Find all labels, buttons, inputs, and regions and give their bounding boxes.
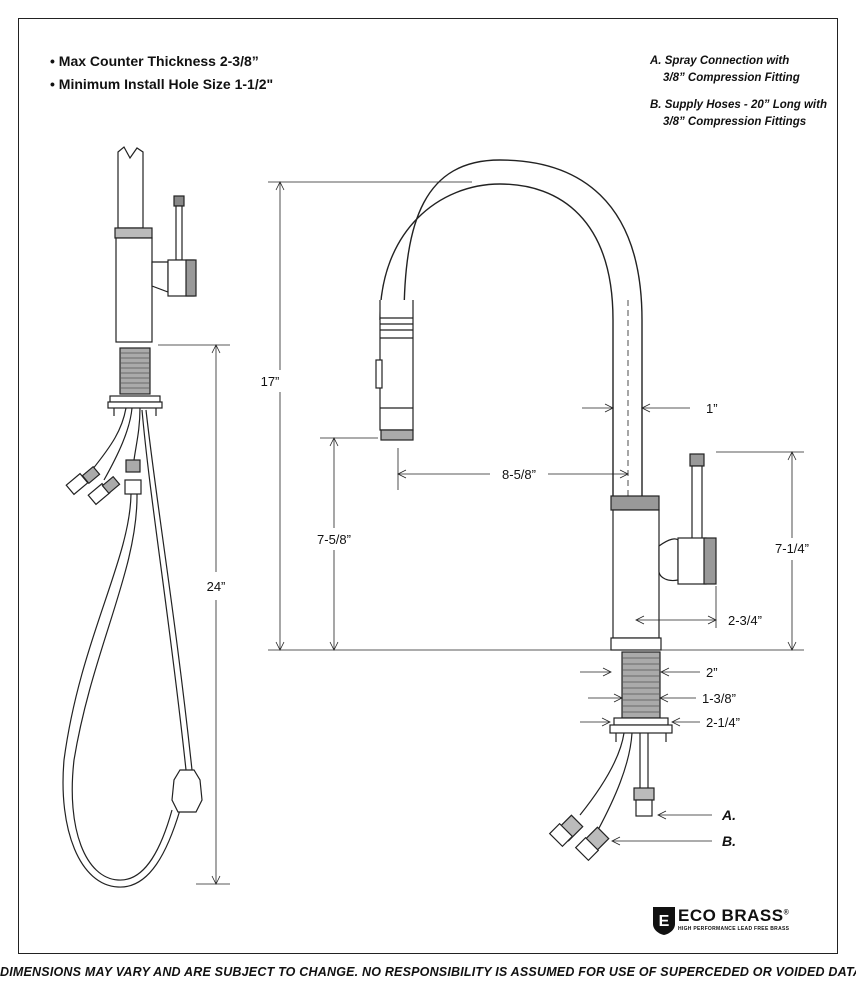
eco-brass-mark: E [659, 913, 670, 930]
dimension-hose-length [158, 344, 230, 885]
leader-a-label: A. [721, 807, 736, 823]
eco-brass-logo: E ECO BRASS® HIGH PERFORMANCE LEAD FREE … [652, 904, 822, 940]
dim-nut-diameter-label: 2-1/4” [706, 715, 740, 730]
callout-a-line2: 3/8” Compression Fitting [663, 72, 800, 84]
leader-b-label: B. [722, 833, 736, 849]
dim-hose-length-label: 24” [207, 579, 226, 594]
dim-spout-clearance-label: 7-5/8” [317, 532, 351, 547]
callout-b-line1: B. Supply Hoses - 20” Long with [650, 99, 827, 111]
dim-handle-reach-label: 2-3/4” [728, 613, 762, 628]
eco-brass-wordmark: ECO BRASS® [678, 906, 790, 925]
dim-reach-label: 8-5/8” [502, 467, 536, 482]
side-view-faucet [62, 146, 203, 888]
eco-brass-shield-icon: E [653, 907, 675, 935]
disclaimer-text: DIMENSIONS MAY VARY AND ARE SUBJECT TO C… [0, 965, 856, 979]
dim-spout-diameter-label: 1” [706, 401, 718, 416]
dim-height-label: 17” [261, 374, 280, 389]
dim-handle-height-label: 7-1/4” [775, 541, 809, 556]
callout-a-line1: A. Spray Connection with [650, 55, 790, 67]
dim-shank-diameter-label: 1-3/8” [702, 691, 736, 706]
note-install-hole: • Minimum Install Hole Size 1-1/2" [50, 76, 274, 92]
callout-b-line2: 3/8” Compression Fittings [663, 116, 807, 128]
drawing-frame [18, 18, 838, 954]
front-view-dimensions [268, 181, 804, 846]
note-counter-thickness: • Max Counter Thickness 2-3/8” [50, 53, 259, 69]
front-view-faucet [375, 159, 717, 862]
eco-brass-tagline: HIGH PERFORMANCE LEAD FREE BRASS [678, 926, 790, 932]
dim-base-diameter-label: 2” [706, 665, 718, 680]
